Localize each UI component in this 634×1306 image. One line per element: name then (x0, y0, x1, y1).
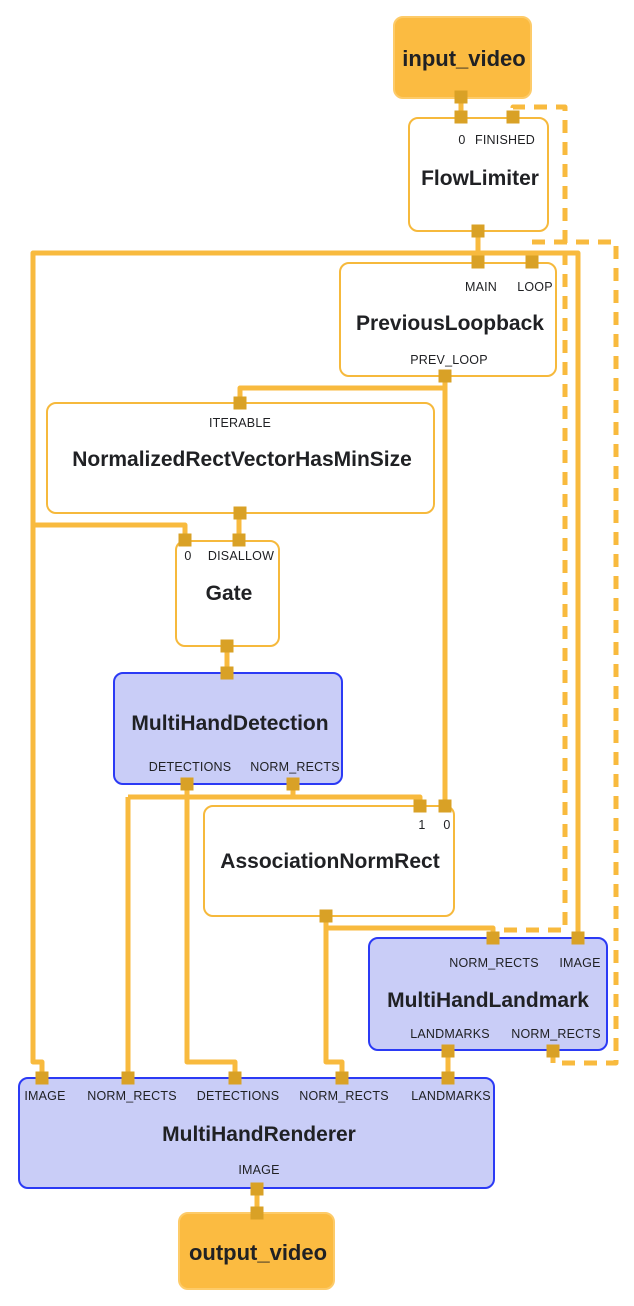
node-previousloopback[interactable]: MAIN LOOP PreviousLoopback PREV_LOOP (339, 262, 557, 377)
edge-backedge-loop (529, 239, 619, 1066)
node-input-video[interactable]: input_video (393, 16, 532, 99)
port-label-out-detections: DETECTIONS (148, 760, 232, 774)
port-label-out-normrects: NORM_RECTS (250, 760, 340, 774)
port-label-in-0: 0 (443, 818, 451, 832)
node-title: output_video (188, 1240, 328, 1265)
node-multihandlandmark[interactable]: NORM_RECTS IMAGE MultiHandLandmark LANDM… (368, 937, 608, 1051)
node-gate[interactable]: 0 DISALLOW Gate (175, 540, 280, 647)
node-title: PreviousLoopback (356, 312, 544, 335)
port-label-in-0: 0 (184, 549, 192, 563)
node-flowlimiter[interactable]: 0 FINISHED FlowLimiter (408, 117, 549, 232)
edge-association-to-renderer-normrects (323, 915, 345, 1079)
port-label-in-image: IMAGE (559, 956, 601, 970)
port-label-in-normrects-1: NORM_RECTS (87, 1089, 177, 1103)
node-title: input_video (402, 46, 526, 71)
edge-detections-to-renderer (184, 783, 238, 1079)
port-label-in-normrects: NORM_RECTS (449, 956, 539, 970)
port-label-out-landmarks: LANDMARKS (410, 1027, 490, 1041)
node-associationnormrect[interactable]: 1 0 AssociationNormRect (203, 805, 455, 917)
node-title: AssociationNormRect (220, 850, 440, 873)
node-output-video[interactable]: output_video (178, 1212, 335, 1290)
port-label-in-0: 0 (458, 133, 466, 147)
node-multihanddetection[interactable]: MultiHandDetection DETECTIONS NORM_RECTS (113, 672, 343, 785)
node-title: FlowLimiter (421, 167, 539, 190)
port-label-in-main: MAIN (464, 280, 498, 294)
node-title: MultiHandDetection (131, 712, 329, 735)
port-label-in-iterable: ITERABLE (208, 416, 272, 430)
node-title: MultiHandRenderer (162, 1123, 356, 1146)
node-title: Gate (205, 582, 253, 605)
edge-throttled-image-to-gate (33, 522, 188, 541)
port-label-in-detections: DETECTIONS (196, 1089, 280, 1103)
node-title: NormalizedRectVectorHasMinSize (72, 448, 412, 471)
edge-throttled-image-to-renderer (30, 250, 478, 1079)
port-label-out-image: IMAGE (238, 1163, 280, 1177)
edge-throttled-image-to-landmark (478, 250, 581, 939)
port-label-in-landmarks: LANDMARKS (411, 1089, 491, 1103)
port-label-in-loop: LOOP (517, 280, 553, 294)
port-label-in-1: 1 (418, 818, 426, 832)
port-label-out-normrects: NORM_RECTS (511, 1027, 601, 1041)
edge-backedge-finished (504, 104, 568, 933)
port-label-in-finished: FINISHED (475, 133, 535, 147)
node-title: MultiHandLandmark (387, 989, 589, 1012)
node-normalizedrectvectorhasminsize[interactable]: ITERABLE NormalizedRectVectorHasMinSize (46, 402, 435, 514)
node-multihandrenderer[interactable]: IMAGE NORM_RECTS DETECTIONS NORM_RECTS L… (18, 1077, 495, 1189)
port-label-in-image: IMAGE (24, 1089, 66, 1103)
port-label-out-prevloop: PREV_LOOP (410, 353, 488, 367)
port-label-in-normrects-2: NORM_RECTS (299, 1089, 389, 1103)
port-label-in-disallow: DISALLOW (207, 549, 275, 563)
